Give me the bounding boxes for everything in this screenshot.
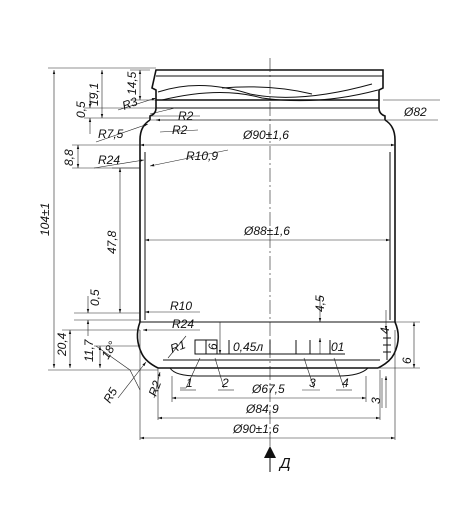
view-arrow — [264, 446, 276, 472]
label-r75: R7,5 — [98, 127, 124, 141]
label-d88: Ø88±1,6 — [243, 224, 290, 238]
label-r24-bot: R24 — [172, 317, 194, 331]
label-r24-top: R24 — [98, 153, 120, 167]
label-h05-bot: 0,5 — [88, 289, 102, 306]
label-r2b: R2 — [172, 123, 188, 137]
label-r10: R10 — [170, 299, 192, 313]
extension-lines — [48, 67, 440, 440]
label-view: Д — [278, 455, 291, 472]
label-mark-4: 4 — [342, 376, 349, 390]
label-d82: Ø82 — [403, 105, 427, 119]
label-r2a: R2 — [178, 109, 194, 123]
label-r109: R10,9 — [186, 149, 218, 163]
label-h6: 6 — [206, 343, 220, 350]
label-h4: 4 — [378, 327, 392, 334]
label-h11: 11,7 — [82, 338, 96, 362]
radius-leaders — [93, 97, 352, 399]
label-d67: Ø67,5 — [251, 382, 285, 396]
label-d90-top: Ø90±1,6 — [242, 128, 289, 142]
label-d84: Ø84,9 — [245, 402, 279, 416]
label-mark-1: 1 — [186, 376, 193, 390]
label-d90-bot: Ø90±1,6 — [232, 422, 279, 436]
label-h20: 20,4 — [55, 332, 69, 357]
label-r5: R5 — [100, 385, 120, 406]
label-h47: 47,8 — [105, 230, 119, 254]
label-h45: 4,5 — [313, 295, 327, 312]
label-r3: R3 — [120, 94, 140, 113]
label-h104: 104±1 — [38, 203, 52, 236]
label-volume: 0,45л — [233, 340, 263, 354]
label-h3: 3 — [369, 397, 383, 404]
label-mark-2: 2 — [221, 376, 229, 390]
label-h8: 8,8 — [62, 149, 76, 166]
label-h6-right: 6 — [400, 357, 414, 364]
label-code: 01 — [331, 340, 344, 354]
label-r1: R1 — [168, 337, 187, 355]
label-h05-top: 0,5 — [74, 101, 88, 118]
label-angle: 18° — [98, 339, 119, 362]
label-h14: 14,5 — [125, 71, 139, 95]
label-mark-3: 3 — [309, 376, 316, 390]
label-h19: 19,1 — [87, 83, 101, 106]
label-r2c: R2 — [146, 379, 165, 399]
dimension-lines — [52, 70, 438, 440]
